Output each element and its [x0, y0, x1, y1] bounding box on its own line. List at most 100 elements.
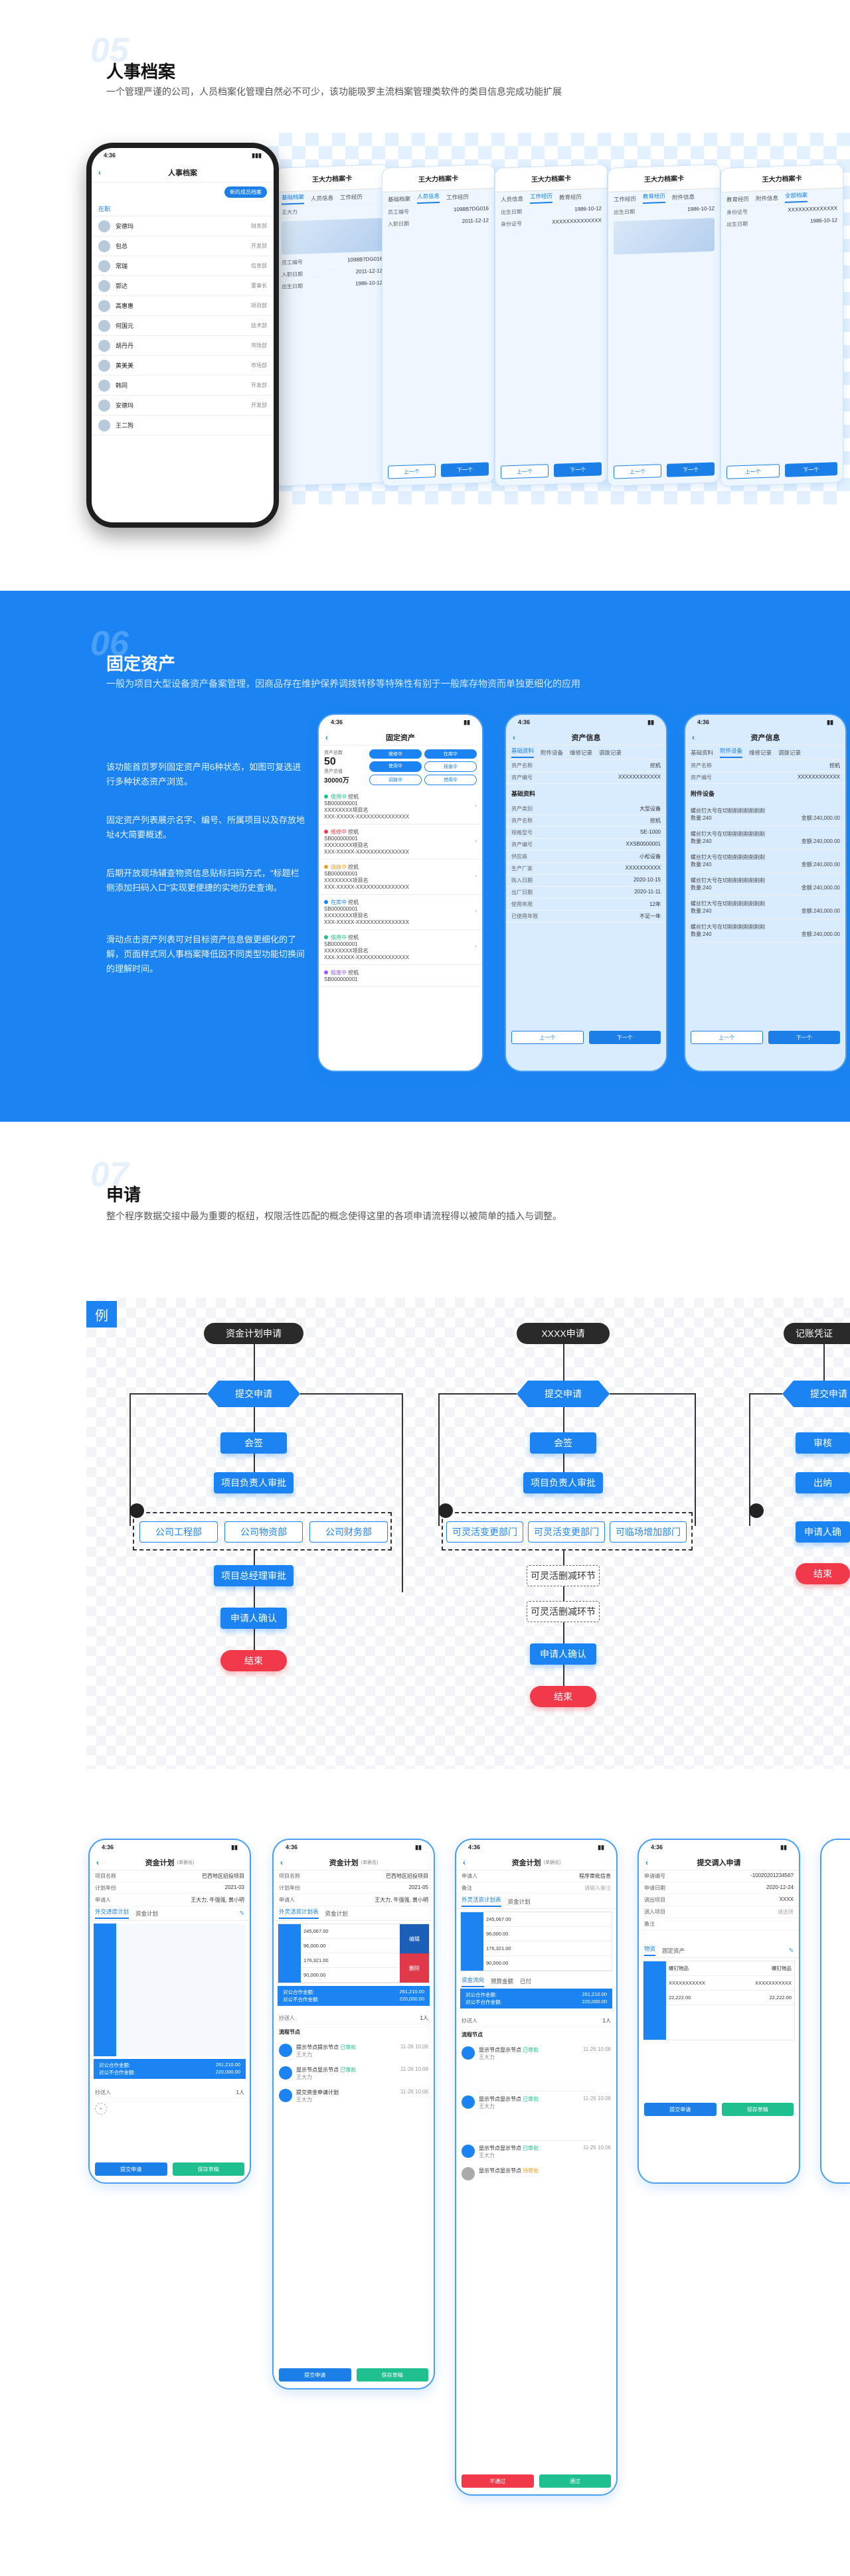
- back-icon[interactable]: ‹: [280, 1857, 283, 1867]
- back-icon[interactable]: ‹: [463, 1857, 466, 1867]
- card-tab[interactable]: 教育经历: [726, 195, 750, 203]
- filter-chip[interactable]: 维修中: [369, 749, 422, 759]
- tab-fixed-assets[interactable]: 固定资产: [662, 1947, 685, 1954]
- subtab[interactable]: 预算金额: [491, 1978, 514, 1985]
- attachment-item[interactable]: 螺丝钉大号在切削削削削削削削数量:240 金额:240,000.00: [685, 873, 845, 896]
- card-tab[interactable]: 人员信息: [417, 191, 440, 204]
- card-tab[interactable]: 教育经历: [559, 192, 582, 201]
- subtab[interactable]: 已付: [520, 1978, 532, 1985]
- field-value[interactable]: 2021-05: [408, 1884, 428, 1890]
- remark-input[interactable]: 请输入备注: [584, 1885, 611, 1891]
- attachment-item[interactable]: 螺丝钉大号在切削削削削削削削数量:240 金额:240,000.00: [685, 850, 845, 873]
- subtab[interactable]: 资金流向: [462, 1976, 485, 1987]
- card-tab[interactable]: 基础档案: [388, 194, 411, 203]
- prev-button[interactable]: 上一个: [726, 464, 780, 479]
- submit-button[interactable]: 提交申请: [279, 2368, 351, 2382]
- field-value[interactable]: 王大力, 牛强强, 黄小明: [191, 1897, 244, 1903]
- back-icon[interactable]: ‹: [645, 1857, 648, 1867]
- tab-fund-plan[interactable]: 资金计划: [507, 1898, 531, 1905]
- next-button[interactable]: 下一个: [554, 462, 602, 477]
- next-button[interactable]: 下一个: [768, 1031, 840, 1044]
- submit-button[interactable]: 提交申请: [644, 2103, 717, 2116]
- tab-repairs[interactable]: 维修记录: [749, 749, 772, 756]
- cc-count[interactable]: 1人: [236, 2089, 244, 2095]
- tab-progress-plan[interactable]: 外灵活资计划表: [462, 1896, 501, 1907]
- list-item[interactable]: 郭达董事长: [92, 276, 274, 296]
- prev-button[interactable]: 上一个: [691, 1031, 763, 1044]
- tab-fund-plan[interactable]: 资金计划: [325, 1910, 348, 1917]
- filter-chip[interactable]: 在库中: [424, 749, 477, 759]
- list-item[interactable]: 王二狗: [92, 416, 274, 435]
- field-value[interactable]: 2020-12-24: [766, 1884, 794, 1890]
- back-icon[interactable]: ‹: [513, 732, 515, 742]
- tab-repairs[interactable]: 维修记录: [570, 749, 593, 756]
- attachment-item[interactable]: 螺丝钉大号在切削削削削削削削数量:240 金额:240,000.00: [685, 803, 845, 826]
- back-icon[interactable]: ‹: [98, 167, 101, 177]
- card-tab[interactable]: 附件信息: [672, 192, 695, 201]
- prev-button[interactable]: 上一个: [511, 1031, 584, 1044]
- delete-action[interactable]: 删除: [400, 1953, 429, 1983]
- edit-icon[interactable]: ✎: [788, 1947, 794, 1953]
- back-icon[interactable]: ‹: [692, 732, 695, 742]
- save-draft-button[interactable]: 保存草稿: [172, 2162, 244, 2176]
- card-tab[interactable]: 全部档案: [785, 190, 808, 203]
- edit-icon[interactable]: ✎: [239, 1910, 244, 1916]
- filter-chip[interactable]: 调拨中: [369, 775, 422, 785]
- cc-count[interactable]: 1人: [420, 2015, 428, 2021]
- next-button[interactable]: 下一个: [667, 462, 715, 477]
- tab-basic[interactable]: 基础资料: [691, 749, 714, 756]
- prev-button[interactable]: 上一个: [388, 464, 436, 479]
- back-icon[interactable]: ‹: [96, 1857, 99, 1867]
- next-button[interactable]: 下一个: [588, 1031, 661, 1044]
- filter-chip[interactable]: 使用中: [369, 761, 422, 772]
- prev-button[interactable]: 上一个: [614, 464, 661, 479]
- prev-button[interactable]: 上一个: [501, 464, 549, 479]
- next-button[interactable]: 下一个: [441, 462, 489, 477]
- reject-button[interactable]: 不通过: [462, 2474, 534, 2488]
- next-button[interactable]: 下一个: [784, 462, 837, 477]
- tab-basic[interactable]: 基础资料: [511, 747, 535, 758]
- save-draft-button[interactable]: 保存草稿: [356, 2368, 428, 2382]
- card-tab[interactable]: 附件信息: [756, 194, 779, 202]
- list-item[interactable]: 常瑞信息部: [92, 256, 274, 276]
- attachment-item[interactable]: 螺丝钉大号在切削削削削削削削数量:240 金额:240,000.00: [685, 919, 845, 943]
- filter-chip[interactable]: 报废中: [424, 761, 477, 772]
- card-tab[interactable]: 基础档案: [282, 192, 305, 205]
- tab-transfers[interactable]: 调拨记录: [599, 749, 622, 756]
- back-icon[interactable]: ‹: [325, 732, 328, 742]
- card-tab[interactable]: 工作经历: [530, 191, 553, 204]
- field-value[interactable]: XXXX: [779, 1896, 794, 1902]
- attachment-item[interactable]: 螺丝钉大号在切削削削削削削削数量:240 金额:240,000.00: [685, 896, 845, 919]
- tab-active[interactable]: 在职: [92, 202, 274, 216]
- list-item[interactable]: 胡丹丹市场部: [92, 336, 274, 356]
- card-tab[interactable]: 人员信息: [501, 194, 524, 203]
- tab-progress-plan[interactable]: 外灵活资计划表: [279, 1908, 319, 1919]
- card-tab[interactable]: 教育经历: [643, 191, 666, 204]
- pass-button[interactable]: 通过: [539, 2474, 611, 2488]
- card-tab[interactable]: 工作经历: [614, 194, 637, 203]
- cc-count[interactable]: 1人: [602, 2018, 611, 2024]
- list-item[interactable]: 韩同开发部: [92, 376, 274, 396]
- tab-progress-plan[interactable]: 外交进度计划: [95, 1908, 129, 1919]
- field-value[interactable]: 程序审批信息: [579, 1873, 611, 1879]
- card-tab[interactable]: 人员信息: [311, 194, 334, 202]
- submit-button[interactable]: 提交申请: [95, 2162, 167, 2176]
- tab-fund-plan[interactable]: 资金计划: [135, 1910, 159, 1917]
- tab-transfers[interactable]: 调拨记录: [778, 749, 802, 756]
- field-value[interactable]: 2021-03: [224, 1884, 244, 1890]
- list-item[interactable]: 黄美美市场部: [92, 356, 274, 376]
- tab-attachments[interactable]: 附件设备: [541, 749, 564, 756]
- new-member-button[interactable]: 新的成员档案: [224, 187, 267, 198]
- field-value[interactable]: 请选择: [778, 1909, 794, 1915]
- attachment-item[interactable]: 螺丝钉大号在切削削削削削削削数量:240 金额:240,000.00: [685, 826, 845, 850]
